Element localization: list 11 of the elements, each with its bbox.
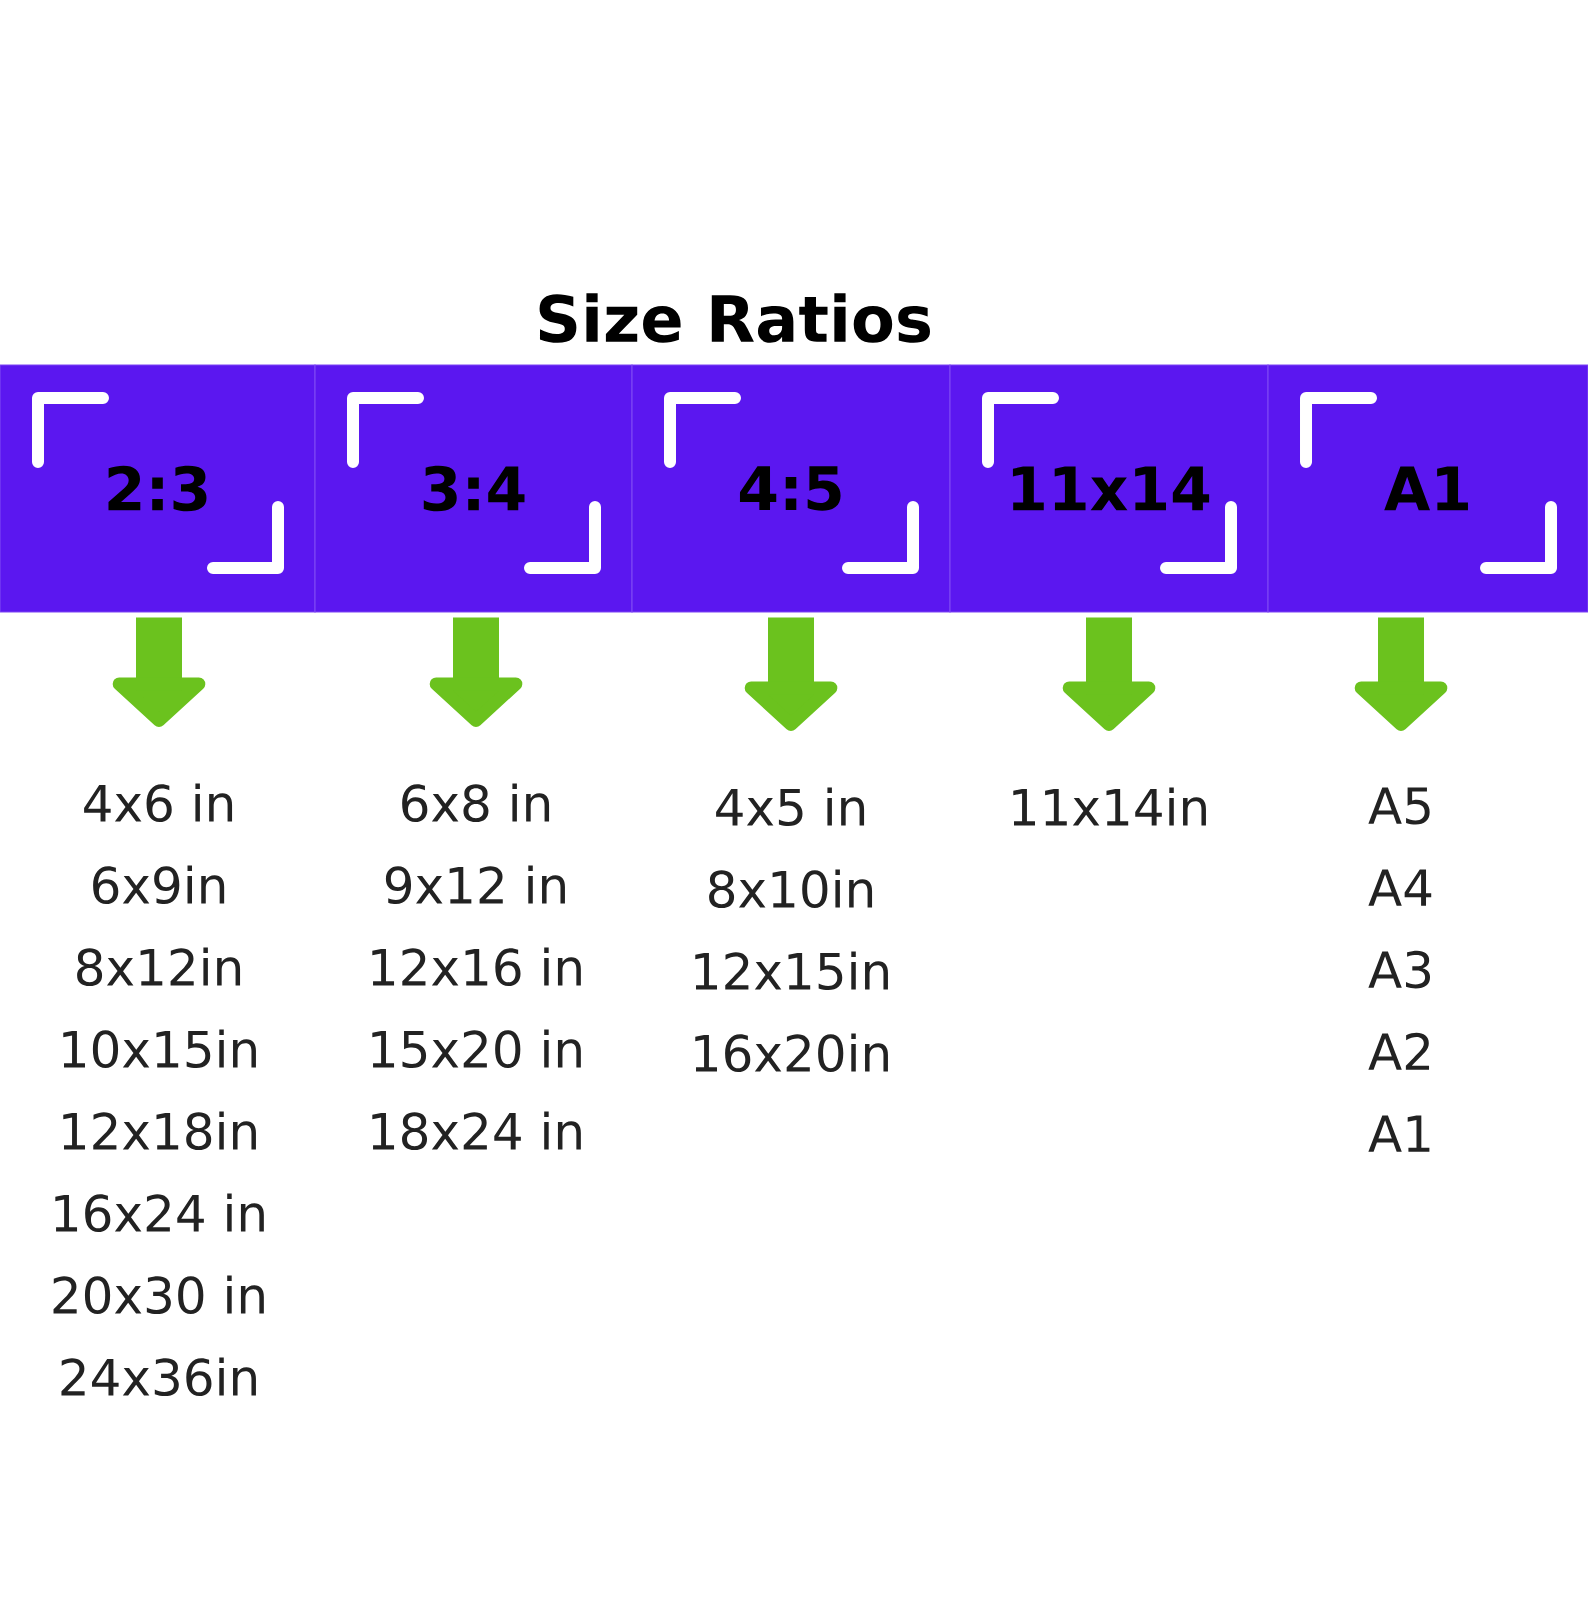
ratio-box: 2:3 bbox=[0, 364, 316, 613]
size-list: A5 A4 A3 A2 A1 bbox=[1368, 787, 1432, 1152]
ratio-box: 11x14 bbox=[949, 364, 1269, 613]
ratio-box: 4:5 bbox=[631, 364, 951, 613]
size-list: 11x14in bbox=[1013, 787, 1206, 826]
size-list: 6x8 in 9x12 in 12x16 in 15x20 in 18x24 in bbox=[372, 783, 581, 1151]
size-list: 4x6 in 6x9in 8x12in 10x15in 12x18in 16x24 in 20x30 in 24x36in bbox=[53, 783, 264, 1397]
ratio-box: 3:4 bbox=[314, 364, 633, 613]
ratio-box: A1 bbox=[1267, 364, 1588, 613]
size-list: 4x5 in 8x10in 12x15in 16x20in bbox=[695, 787, 888, 1073]
title: Size Ratios bbox=[539, 293, 930, 343]
